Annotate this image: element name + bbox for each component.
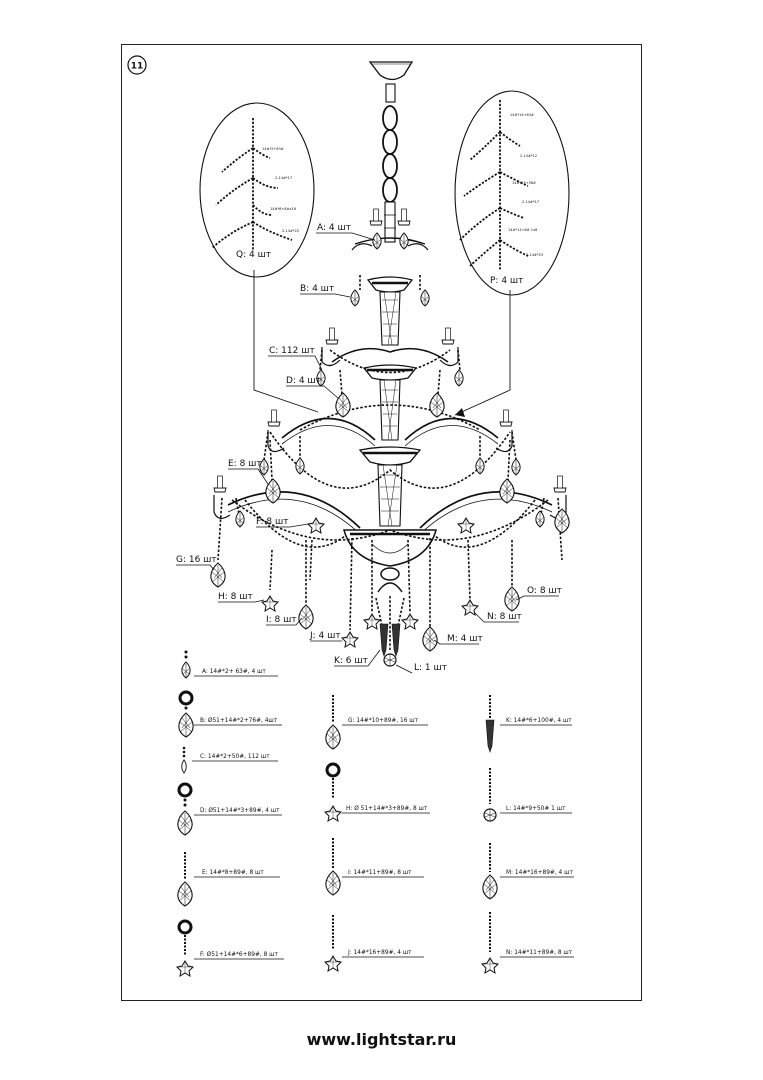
legend-item-e: E: 14#*8+89#, 8 шт [177,852,280,907]
callout-m: M: 4 шт [447,634,483,644]
callout-i: I: 8 шт [266,615,297,625]
legend-d-text: D: Ø51+14#*3+89#, 4 шт [200,806,280,814]
callout-d: D: 4 шт [286,376,321,386]
legend-item-k: K: 14#*6+100#, 4 шт [485,695,572,753]
legend-item-j: J: 14#*16+89#, 4 шт [324,915,424,972]
callout-b: B: 4 шт [300,284,334,294]
legend-l-text: L: 14#*9+50# 1 шт [506,804,566,812]
detail-p-label-6: 2-14#*23 [526,253,543,257]
callout-l: L: 1 шт [414,663,447,673]
legend-item-h: H: Ø 51+14#*3+89#, 8 шт [324,762,430,822]
legend-m-text: M: 14#*16+89#, 4 шт [506,868,573,876]
callout-a: A: 4 шт [317,223,351,233]
diagram-frame [121,44,642,1001]
legend-item-d: D: Ø51+14#*3+89#, 4 шт [177,782,282,836]
legend-j-text: J: 14#*16+89#, 4 шт [347,948,412,956]
legend-item-l: L: 14#*9+50# 1 шт [483,768,572,822]
legend-item-f: F: Ø51+14#*6+89#, 8 шт [176,919,284,977]
parts-legend: A: 14#*2+ 63#, 4 шт B: Ø51+14#*2+76#, 4ш… [176,650,574,977]
detail-p-label-2: 2-14#*12 [520,154,537,158]
legend-c-text: C: 14#*2+50#, 112 шт [200,752,270,760]
website-footer: www.lightstar.ru [306,1030,457,1049]
page-number: 11 [127,55,147,75]
callout-h: H: 8 шт [218,592,253,602]
legend-i-text: I: 14#*11+89#, 8 шт [348,868,412,876]
detail-q: 14#*2+63# 2-14#*17 14#*8+8#x16 2-14#*22 … [199,102,319,413]
detail-p-label-4: 2-14#*17 [522,200,539,204]
legend-item-b: B: Ø51+14#*2+76#, 4шт [178,690,282,738]
legend-k-text: K: 14#*6+100#, 4 шт [506,716,572,724]
legend-item-a: A: 14#*2+ 63#, 4 шт [181,650,278,679]
page-number-text: 11 [131,62,144,72]
callout-p: P: 4 шт [490,276,523,286]
legend-n-text: N: 14#*11+89#, 8 шт [506,948,573,956]
chandelier-drawing [213,61,567,593]
legend-a-text: A: 14#*2+ 63#, 4 шт [202,667,266,675]
callout-k: K: 6 шт [334,656,368,666]
legend-item-c: C: 14#*2+50#, 112 шт [181,746,278,774]
legend-item-n: N: 14#*11+89#, 8 шт [481,912,574,974]
callout-g: G: 16 шт [176,555,217,565]
bead-garlands [217,275,563,650]
callout-o: O: 8 шт [527,586,562,596]
callout-e: E: 8 шт [228,459,262,469]
detail-p: 14#*14+63# 2-14#*12 14#*13+38# 2-14#*17 … [454,90,570,417]
detail-q-label-3: 14#*8+8#x16 [270,207,296,211]
callout-c: C: 112 шт [269,346,315,356]
legend-f-text: F: Ø51+14#*6+89#, 8 шт [200,950,278,958]
detail-p-label-3: 14#*13+38# [512,181,536,185]
legend-b-text: B: Ø51+14#*2+76#, 4шт [200,716,278,724]
detail-p-label-1: 14#*14+63# [510,113,534,117]
legend-g-text: G: 14#*10+89#, 16 шт [348,716,419,724]
legend-h-text: H: Ø 51+14#*3+89#, 8 шт [346,804,428,812]
callout-n: N: 8 шт [487,612,522,622]
callouts: A: 4 шт B: 4 шт C: 112 шт D: 4 шт E: 8 ш… [176,223,562,674]
detail-q-label-2: 2-14#*17 [275,176,292,180]
legend-item-m: M: 14#*16+89#, 4 шт [482,843,574,900]
callout-j: J: 4 шт [309,631,341,641]
detail-q-label-1: 14#*2+63# [262,147,284,151]
legend-item-i: I: 14#*11+89#, 8 шт [325,838,424,896]
callout-q: Q: 4 шт [236,250,271,260]
legend-item-g: G: 14#*10+89#, 16 шт [325,695,428,750]
detail-q-label-4: 2-14#*22 [282,229,299,233]
detail-p-label-5: 14#*14+6# 1x8 [508,228,537,232]
callout-f: F: 8 шт [256,517,288,527]
legend-e-text: E: 14#*8+89#, 8 шт [202,868,264,876]
